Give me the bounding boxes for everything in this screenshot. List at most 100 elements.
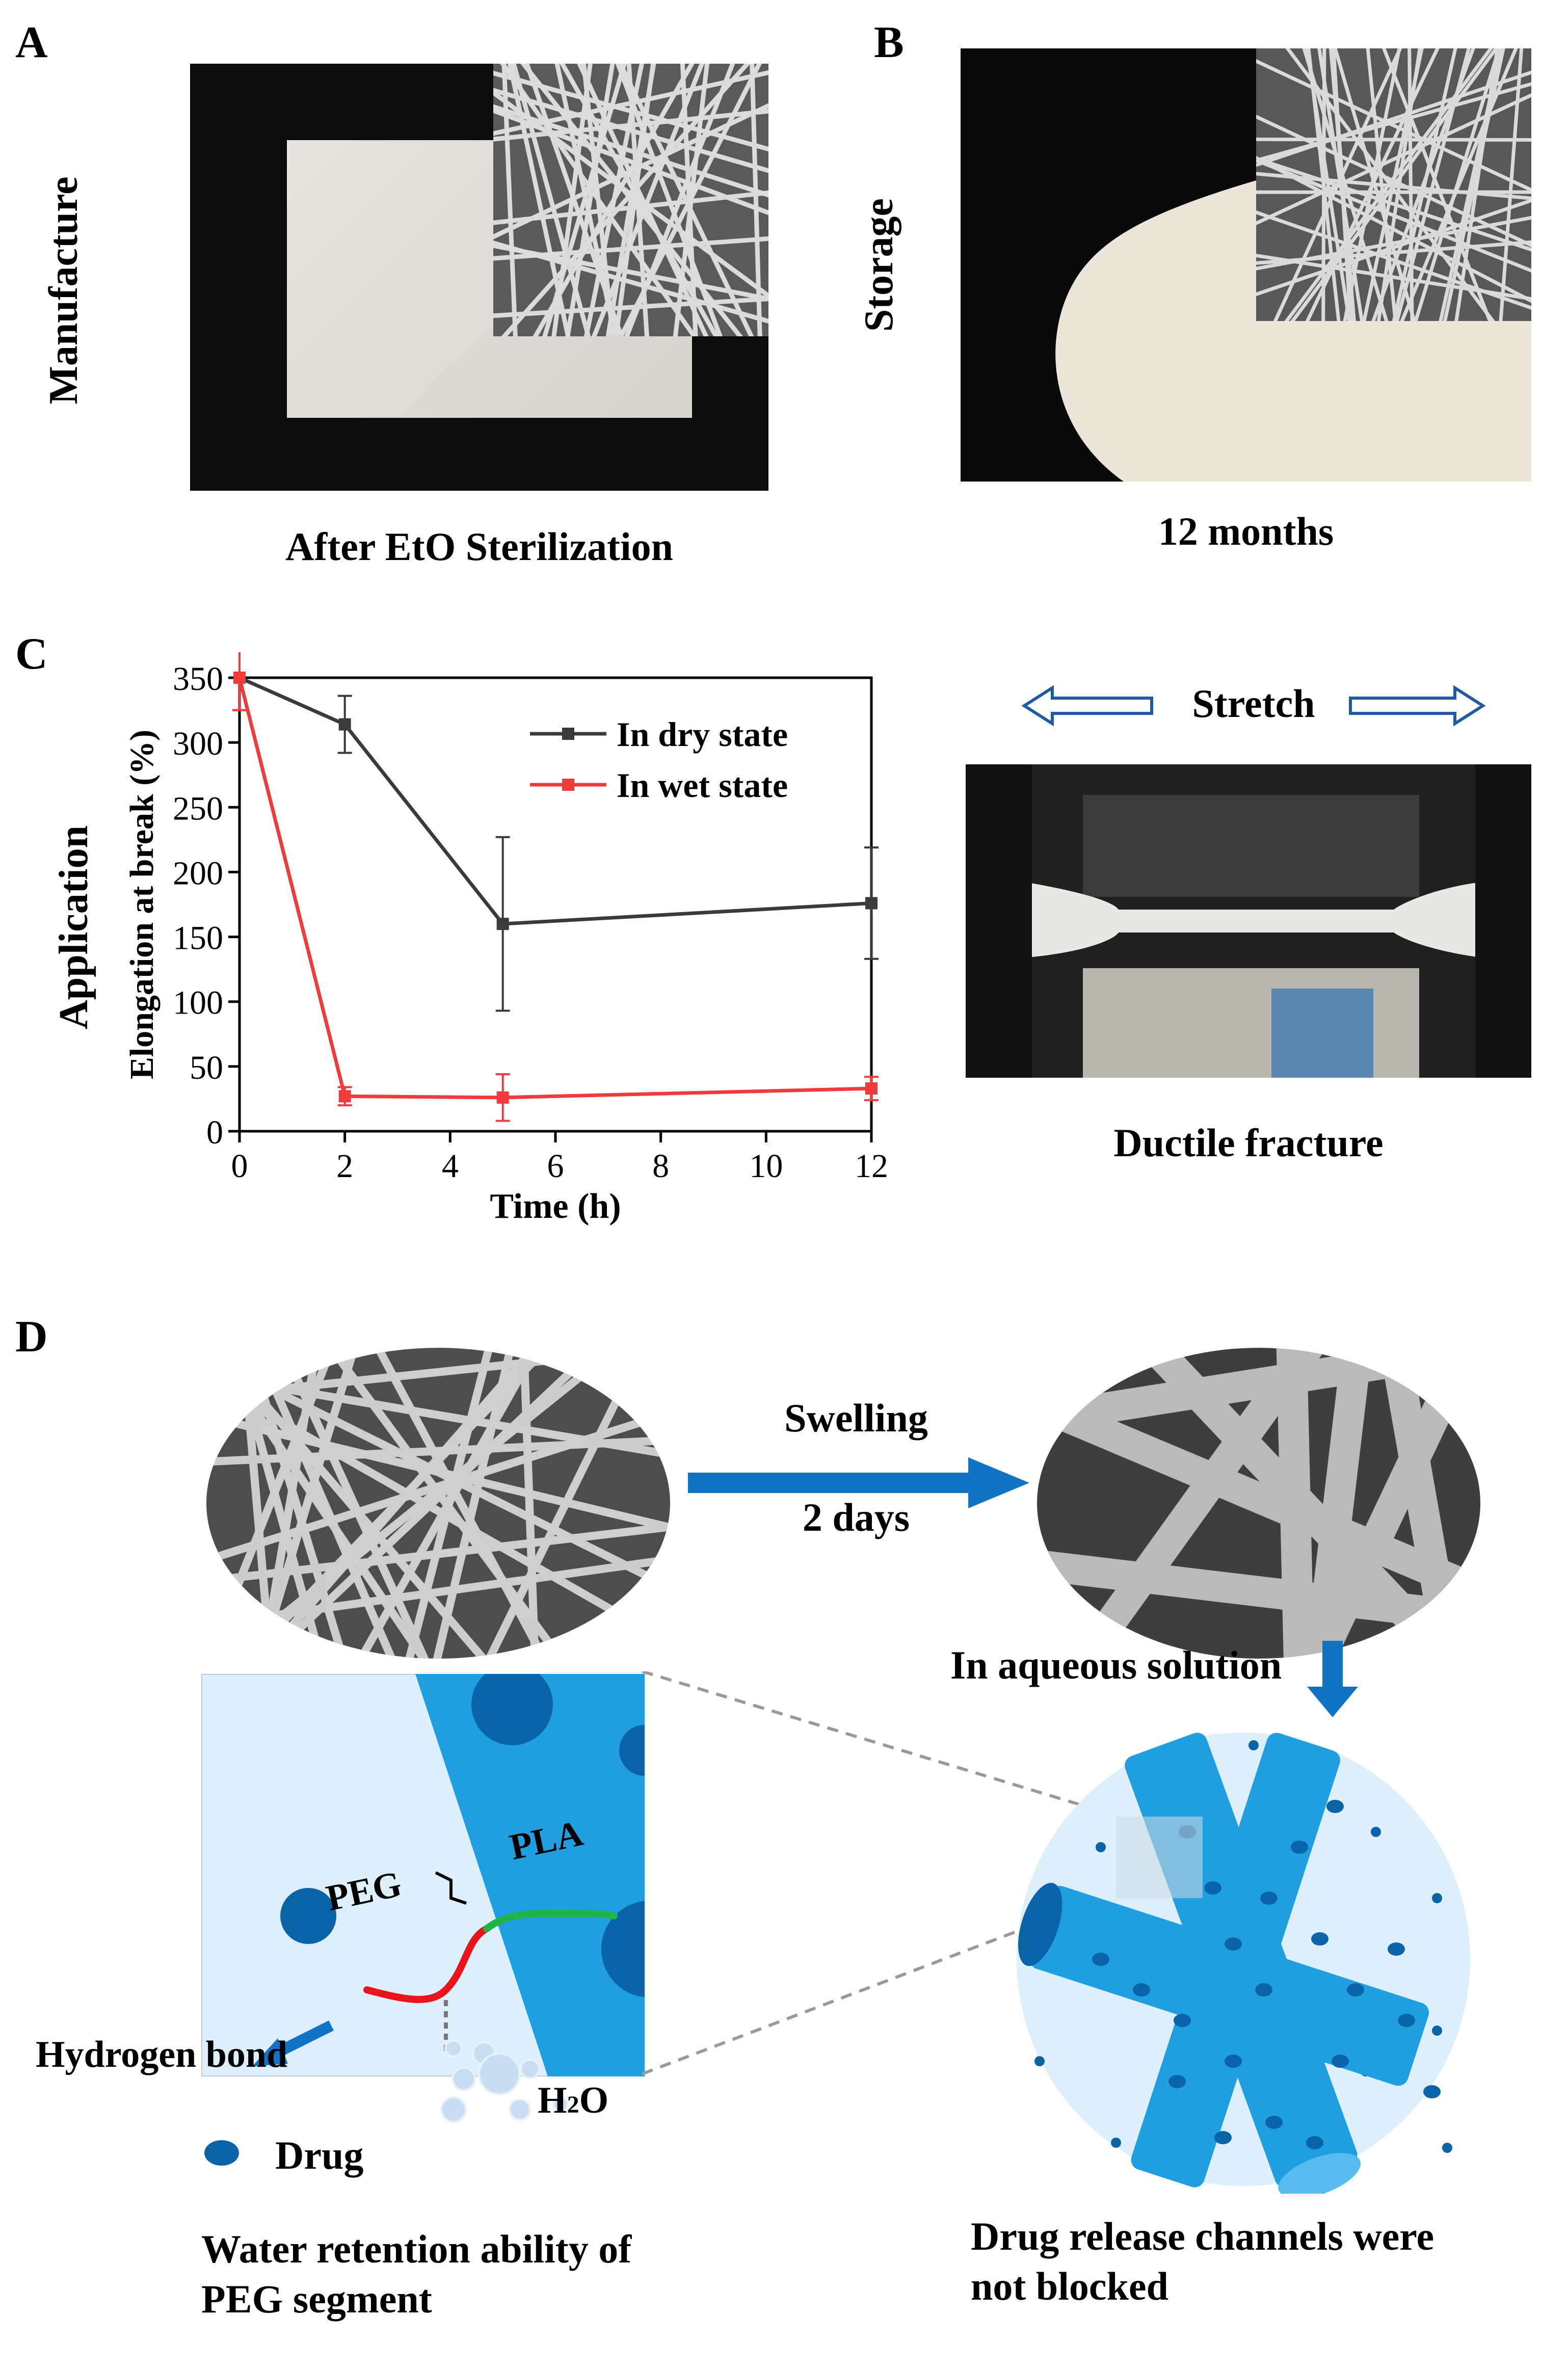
fiber-strand xyxy=(507,64,571,336)
water-bubbles xyxy=(440,2039,569,2123)
caption-left-line2: PEG segment xyxy=(201,2276,432,2321)
fiber-strand xyxy=(206,1405,670,1568)
fiber-pore xyxy=(1225,2055,1242,2068)
sem-before-swelling xyxy=(206,1348,670,1659)
aqueous-label: In aqueous solution xyxy=(950,1643,1282,1687)
panel-b-label: B xyxy=(874,18,904,67)
aqueous-arrow xyxy=(1307,1641,1358,1717)
panel-a-label: A xyxy=(15,18,48,67)
legend-marker xyxy=(562,779,574,791)
fiber-strand xyxy=(1407,48,1414,321)
series-line-dry xyxy=(238,676,872,926)
y-tick-label: 350 xyxy=(173,660,223,698)
fiber-pore xyxy=(1255,1983,1272,1996)
fiber-pore xyxy=(1388,1942,1405,1956)
fiber-pore xyxy=(1214,2131,1232,2144)
fiber-pore xyxy=(1133,1983,1150,1996)
drug-dot xyxy=(1432,2026,1442,2036)
hydrogen-bond-label: Hydrogen bond xyxy=(36,2034,288,2075)
fiber-strand xyxy=(1037,1384,1480,1611)
caption-left-line1: Water retention ability of xyxy=(201,2227,632,2271)
fiber-strand xyxy=(1333,48,1416,321)
y-tick-label: 250 xyxy=(173,790,223,827)
caption-right-line2: not blocked xyxy=(971,2263,1168,2308)
fiber-pore xyxy=(1332,2055,1349,2068)
fiber-strand xyxy=(493,297,768,318)
fiber-strand xyxy=(1256,93,1531,226)
data-point xyxy=(496,1091,509,1104)
water-o: O xyxy=(579,2080,609,2121)
fiber-pore xyxy=(1265,2116,1283,2129)
x-tick-label: 6 xyxy=(547,1148,564,1185)
fiber-strand xyxy=(367,1348,554,1659)
fiber-strand xyxy=(1256,155,1531,303)
drug-dot xyxy=(1371,1827,1381,1837)
stretch-label: Stretch xyxy=(1192,681,1315,726)
fiber-strand xyxy=(493,236,768,261)
fiber-pore xyxy=(1291,1841,1308,1854)
swelling-label: Swelling xyxy=(784,1396,928,1440)
fiber-strand xyxy=(1256,138,1531,142)
y-tick-label: 100 xyxy=(173,984,223,1022)
fiber-strand xyxy=(1499,48,1524,321)
fiber-strand xyxy=(520,64,743,336)
fiber-pore xyxy=(1423,2085,1441,2098)
fiber-strand xyxy=(493,104,768,198)
tensile-test-photo xyxy=(966,764,1531,1078)
sem-inset-fibers-b xyxy=(1256,48,1531,321)
fiber-strand xyxy=(501,64,518,336)
fiber-pore xyxy=(1174,2014,1191,2027)
data-point xyxy=(496,918,509,930)
fiber-strand xyxy=(1285,48,1496,321)
peg-pla-zoom-box xyxy=(201,1674,645,2076)
fiber-strand xyxy=(511,64,591,336)
data-point xyxy=(233,672,246,684)
fiber-pore xyxy=(1398,2014,1415,2027)
water-label: H2O xyxy=(538,2079,608,2122)
fiber-pore xyxy=(1260,1892,1278,1905)
panel-c-caption: Ductile fracture xyxy=(1113,1121,1384,1165)
panel-b-side-label: Storage xyxy=(857,198,901,332)
water-h: H xyxy=(538,2080,567,2121)
y-axis-label: Elongation at break (%) xyxy=(123,730,161,1079)
fiber-strand xyxy=(560,64,719,336)
fiber-strand xyxy=(206,1368,670,1654)
caption-right: Drug release channels were not blocked xyxy=(971,2212,1434,2311)
y-tick-label: 300 xyxy=(173,725,223,762)
fiber-pore xyxy=(1311,1932,1328,1946)
tensile-sample xyxy=(966,764,1531,1078)
drug-dot xyxy=(1248,1740,1259,1750)
series-line-wet xyxy=(237,677,872,1100)
water-sub: 2 xyxy=(567,2091,579,2118)
sem-after-swelling xyxy=(1037,1348,1480,1659)
x-axis-label: Time (h) xyxy=(490,1187,621,1226)
data-point xyxy=(338,718,351,731)
fiber-strand xyxy=(1256,216,1531,271)
data-point xyxy=(865,1082,878,1095)
data-point xyxy=(338,1090,351,1103)
legend-marker xyxy=(562,728,574,740)
fiber-strand xyxy=(1303,1348,1374,1659)
data-point xyxy=(865,897,878,910)
fiber-pore xyxy=(1204,1881,1221,1895)
panel-a-photo xyxy=(190,64,768,491)
fiber-strand xyxy=(1256,156,1531,252)
panel-c-label: C xyxy=(15,629,48,679)
drug-legend-label: Drug xyxy=(275,2133,364,2177)
x-tick-label: 10 xyxy=(749,1148,783,1185)
fiber-strand xyxy=(232,1348,562,1659)
fiber-strand xyxy=(1331,48,1354,321)
panel-a-side-label: Manufacture xyxy=(41,176,86,405)
fiber-strand xyxy=(1256,59,1531,192)
fiber-strand xyxy=(493,243,768,301)
x-tick-label: 4 xyxy=(442,1148,459,1185)
fiber-strand xyxy=(524,64,624,336)
drug-dot xyxy=(1111,2138,1121,2148)
fiber-pore xyxy=(1306,2136,1323,2149)
fiber-strand xyxy=(577,64,709,336)
panel-c-side-label: Application xyxy=(51,825,96,1029)
panel-d-label: D xyxy=(15,1312,48,1362)
fiber-strand xyxy=(501,64,751,336)
x-tick-label: 12 xyxy=(855,1148,888,1185)
